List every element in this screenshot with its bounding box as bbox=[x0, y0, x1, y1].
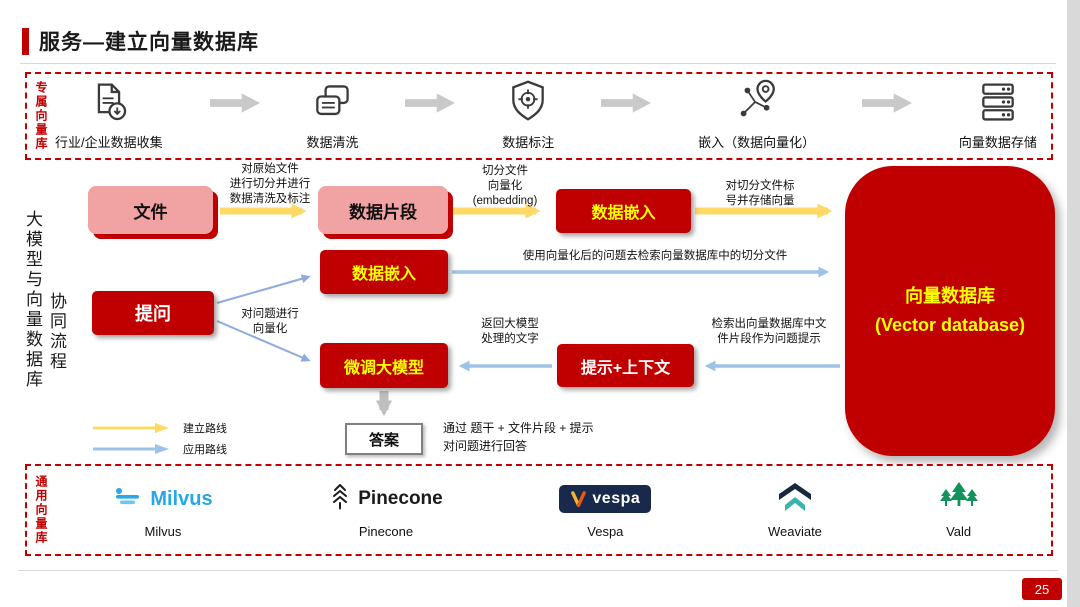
arrow-question-to-embed bbox=[216, 274, 311, 304]
weaviate-logo bbox=[775, 481, 815, 517]
vespa-logo-badge: vespa bbox=[559, 485, 652, 513]
arrow-right-icon bbox=[862, 92, 913, 118]
stage-label: 嵌入（数据向量化） bbox=[698, 135, 816, 150]
product-milvus: Milvus Milvus bbox=[113, 481, 213, 539]
data-embed-mid-box: 数据嵌入 bbox=[320, 250, 448, 294]
vespa-logo-text: vespa bbox=[592, 490, 641, 507]
vald-logo bbox=[939, 481, 979, 517]
prompt-context-box: 提示+上下文 bbox=[557, 344, 694, 387]
arrow-right-icon bbox=[209, 92, 260, 118]
pinecone-logo-icon bbox=[329, 483, 351, 515]
legend-apply-arrow-icon bbox=[93, 444, 169, 454]
label-vectorize-note: 对问题进行 向量化 bbox=[241, 308, 299, 335]
product-vespa: vespa Vespa bbox=[559, 481, 652, 539]
side-label-main: 大模型与向量数据库 bbox=[23, 210, 42, 390]
label-embedding-note: 切分文件 向量化 (embedding) bbox=[472, 165, 538, 207]
dedicated-pipeline-box: 专属向量库 行业/企业数据收集 bbox=[25, 72, 1053, 160]
title-underline bbox=[20, 63, 1056, 64]
weaviate-logo-icon bbox=[775, 480, 815, 519]
products-row: Milvus Milvus bbox=[55, 481, 1037, 539]
finetune-model-box: 微调大模型 bbox=[320, 343, 448, 388]
stage-label: 行业/企业数据收集 bbox=[55, 135, 163, 150]
data-cleaning-icon bbox=[310, 80, 354, 129]
pipeline-stages: 行业/企业数据收集 数据清洗 bbox=[55, 78, 1037, 154]
product-weaviate: Weaviate bbox=[768, 481, 822, 539]
footer-divider bbox=[18, 570, 1058, 571]
route-legend: 建立路线 应用路线 bbox=[93, 420, 227, 457]
legend-apply-label: 应用路线 bbox=[183, 444, 227, 456]
product-name: Milvus bbox=[144, 524, 182, 539]
pipeline-vertical-label: 专属向量库 bbox=[34, 81, 48, 151]
product-vald: Vald bbox=[939, 481, 979, 539]
answer-box: 答案 bbox=[345, 423, 423, 455]
data-annotation-icon bbox=[506, 78, 550, 129]
arrow-right-icon bbox=[405, 92, 456, 118]
vald-logo-icon bbox=[939, 481, 979, 518]
legend-build-label: 建立路线 bbox=[183, 423, 227, 435]
pipeline-stage-annotation: 数据标注 bbox=[502, 78, 554, 154]
legend-build-route: 建立路线 bbox=[93, 420, 227, 436]
question-box: 提问 bbox=[92, 291, 214, 335]
label-retrieve-note: 检索出向量数据库中文 件片段作为问题提示 bbox=[711, 318, 827, 345]
data-fragment-box: 数据片段 bbox=[318, 186, 448, 234]
pipeline-stage-storage: 向量数据存储 bbox=[959, 78, 1037, 154]
title-accent-bar bbox=[22, 27, 29, 55]
general-products-box: 通用向量库 Milvus Milvus bbox=[25, 464, 1053, 556]
legend-build-arrow-icon bbox=[93, 423, 169, 433]
side-label-sub: 协同流程 bbox=[47, 292, 66, 372]
vespa-logo: vespa bbox=[559, 481, 652, 517]
milvus-logo-icon bbox=[113, 486, 143, 513]
data-embed-top-box: 数据嵌入 bbox=[556, 189, 691, 233]
product-name: Weaviate bbox=[767, 524, 822, 539]
vespa-v-icon bbox=[571, 490, 587, 507]
data-collection-icon bbox=[86, 80, 132, 129]
pipeline-stage-collection: 行业/企业数据收集 bbox=[55, 78, 163, 154]
label-return-note: 返回大模型 处理的文字 bbox=[481, 318, 539, 345]
header: 服务—建立向量数据库 bbox=[22, 26, 259, 56]
page-number-badge: 25 bbox=[1022, 578, 1062, 600]
pinecone-logo-text: Pinecone bbox=[358, 488, 443, 509]
scrollbar[interactable] bbox=[1067, 0, 1080, 607]
stage-label: 向量数据存储 bbox=[958, 135, 1037, 150]
product-name: Vald bbox=[946, 524, 972, 539]
vector-database-box: 向量数据库 (Vector database) bbox=[845, 166, 1055, 456]
label-search-note: 使用向量化后的问题去检索向量数据库中的切分文件 bbox=[522, 250, 788, 262]
stage-label: 数据清洗 bbox=[306, 135, 359, 150]
embedding-icon bbox=[734, 78, 780, 129]
product-name: Vespa bbox=[587, 524, 624, 539]
pinecone-logo: Pinecone bbox=[329, 481, 443, 517]
legend-apply-route: 应用路线 bbox=[93, 441, 227, 457]
page-title: 服务—建立向量数据库 bbox=[39, 31, 259, 54]
milvus-logo-text: Milvus bbox=[150, 487, 213, 510]
arrow-right-icon bbox=[601, 92, 652, 118]
answer-note: 通过 题干 + 文件片段 + 提示 对问题进行回答 bbox=[443, 421, 594, 453]
products-vertical-label: 通用向量库 bbox=[34, 475, 48, 545]
label-store-note: 对切分文件标 号并存储向量 bbox=[725, 180, 795, 207]
milvus-logo: Milvus bbox=[113, 481, 213, 517]
pipeline-stage-cleaning: 数据清洗 bbox=[306, 78, 358, 154]
stage-label: 数据标注 bbox=[502, 135, 555, 150]
label-split-note: 对原始文件 进行切分并进行 数据清洗及标注 bbox=[229, 163, 311, 205]
product-name: Pinecone bbox=[358, 524, 414, 539]
pipeline-stage-embedding: 嵌入（数据向量化） bbox=[698, 78, 815, 154]
vector-storage-icon bbox=[975, 80, 1021, 129]
product-pinecone: Pinecone Pinecone bbox=[329, 481, 443, 539]
file-box: 文件 bbox=[88, 186, 213, 234]
